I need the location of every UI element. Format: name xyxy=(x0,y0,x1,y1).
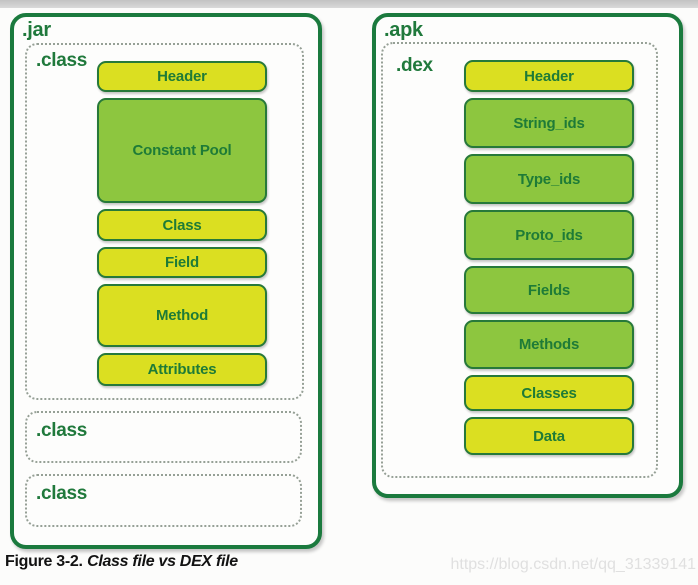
jar-container: .jar .class Header Constant Pool Class F… xyxy=(10,13,322,549)
section-label: Method xyxy=(155,307,209,324)
section-box: Proto_ids xyxy=(464,210,634,260)
section-label: Field xyxy=(164,254,199,271)
section-label: Methods xyxy=(518,336,580,353)
watermark-url: https://blog.csdn.net/qq_31339141 xyxy=(450,556,696,573)
section-label: Header xyxy=(524,67,574,85)
section-label: Fields xyxy=(527,281,571,299)
section-box: Header xyxy=(97,61,267,92)
section-box: Header xyxy=(464,60,634,92)
section-label: Constant Pool xyxy=(132,142,232,159)
section-box: Data xyxy=(464,417,634,455)
section-label: Classes xyxy=(521,384,577,402)
class-container-empty-2: .class xyxy=(25,474,302,527)
section-box: Constant Pool xyxy=(97,98,267,203)
class-sections-stack: Header Constant Pool Class Field Method … xyxy=(97,61,267,386)
class-container: .class Header Constant Pool Class Field … xyxy=(25,43,304,400)
top-gray-strip xyxy=(0,0,698,8)
jar-label: .jar xyxy=(22,19,51,41)
section-label: String_ids xyxy=(513,114,585,132)
section-label: Class xyxy=(162,216,202,234)
figure-caption-title: Class file vs DEX file xyxy=(87,553,238,570)
section-label: Data xyxy=(533,427,565,445)
section-label: Header xyxy=(157,68,207,85)
figure-caption-number: Figure 3-2. xyxy=(5,553,83,570)
dex-container: .dex Header String_ids Type_ids Proto_id… xyxy=(381,42,658,478)
section-box: Type_ids xyxy=(464,154,634,204)
class-label: .class xyxy=(36,50,88,71)
class-label: .class xyxy=(36,483,88,504)
apk-container: .apk .dex Header String_ids Type_ids Pro… xyxy=(372,13,683,498)
section-box: Field xyxy=(97,247,267,278)
section-box: Fields xyxy=(464,266,634,314)
dex-label: .dex xyxy=(396,55,433,76)
apk-label: .apk xyxy=(384,19,423,41)
section-box: Attributes xyxy=(97,353,267,386)
section-box: Method xyxy=(97,284,267,347)
section-box: Class xyxy=(97,209,267,241)
section-label: Type_ids xyxy=(517,170,581,188)
section-label: Proto_ids xyxy=(515,226,583,244)
section-box: Methods xyxy=(464,320,634,369)
class-container-empty-1: .class xyxy=(25,411,302,463)
dex-sections-stack: Header String_ids Type_ids Proto_ids Fie… xyxy=(464,60,634,455)
section-label: Attributes xyxy=(147,361,217,378)
figure-caption: Figure 3-2. Class file vs DEX file xyxy=(5,553,238,571)
class-label: .class xyxy=(36,420,88,441)
section-box: String_ids xyxy=(464,98,634,148)
section-box: Classes xyxy=(464,375,634,411)
